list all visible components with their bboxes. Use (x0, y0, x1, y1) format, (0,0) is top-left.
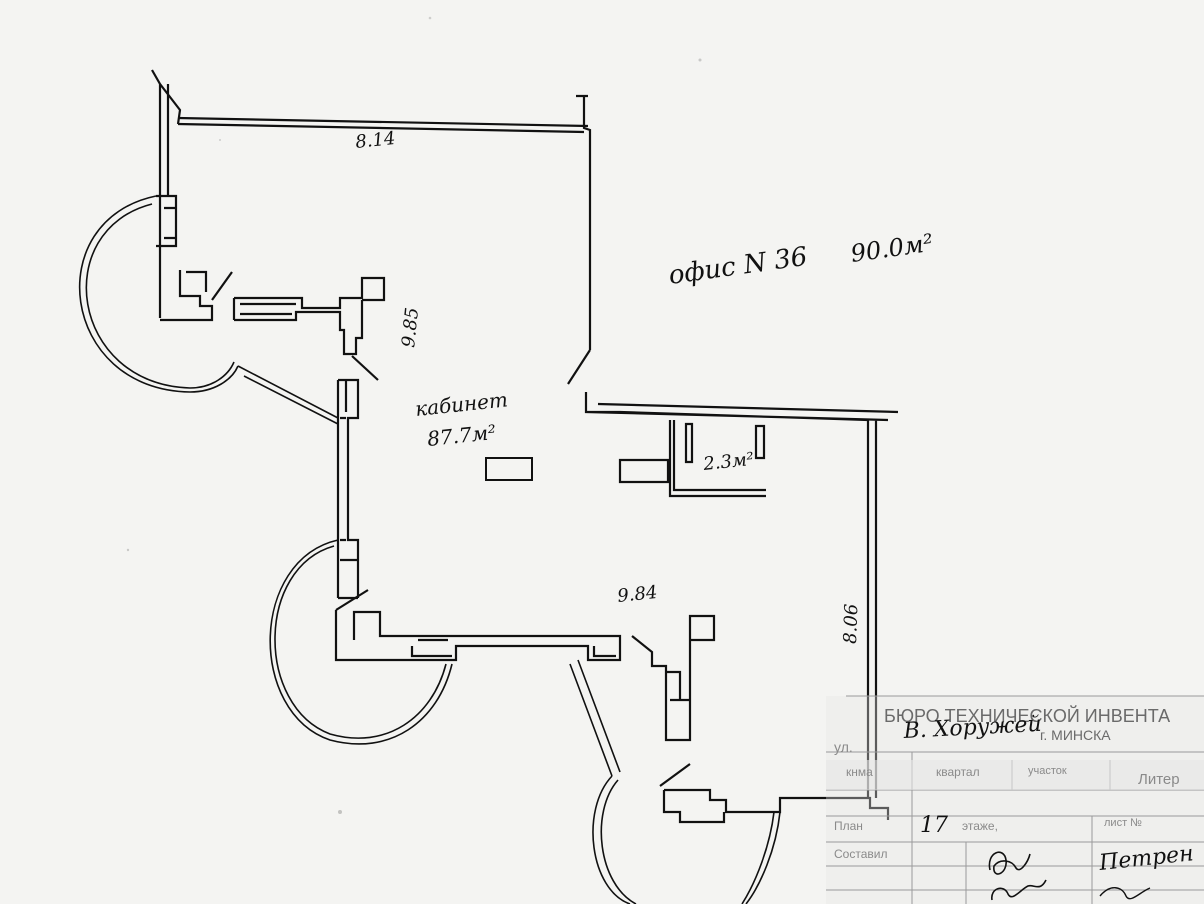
stamp-plan-label: План (834, 819, 863, 833)
paper-texture (126, 16, 702, 814)
exterior-walls (151, 69, 899, 824)
cabinet-area: 87.7м² (426, 420, 497, 451)
stamp-compiled-label: Составил (834, 847, 887, 861)
stamp-floor-label: этаже, (962, 819, 998, 833)
stamp-street-label: ул. (834, 739, 853, 755)
signature-scribble-2 (1099, 887, 1151, 900)
stamp-title-line1: БЮРО ТЕХНИЧЕСКОЙ ИНВЕНТА (884, 705, 1170, 726)
stamp-floor-value: 17 (920, 813, 948, 838)
small-room-area: 2.3м² (701, 449, 755, 475)
signature-scribble (988, 851, 1047, 901)
office-area: 90.0м² (849, 229, 935, 268)
stamp-col-litera: Литер (1138, 771, 1180, 788)
office-label: офис N 36 (667, 242, 810, 291)
cabinet-label: кабинет (414, 387, 509, 421)
plan-labels: офис N 36 90.0м² кабинет 87.7м² 2.3м² 8.… (354, 128, 935, 644)
stamp-col-block: квартал (936, 765, 980, 779)
dimension-left-wall: 9.85 (398, 306, 423, 348)
title-block-stamp: БЮРО ТЕХНИЧЕСКОЙ ИНВЕНТА г. МИНСКА ул. В… (826, 695, 1204, 904)
column (485, 457, 533, 481)
stamp-col-first: кнма (846, 765, 873, 779)
stamp-col-plot: участок (1028, 765, 1067, 777)
dimension-bottom-mid: 9.84 (616, 582, 658, 607)
stamp-title-line2: г. МИНСКА (1040, 727, 1111, 743)
bay-windows (78, 195, 781, 904)
dimension-right-wall: 8.06 (840, 603, 862, 644)
dimension-top: 8.14 (354, 128, 396, 153)
stamp-sheet-label: лист № (1104, 817, 1142, 829)
